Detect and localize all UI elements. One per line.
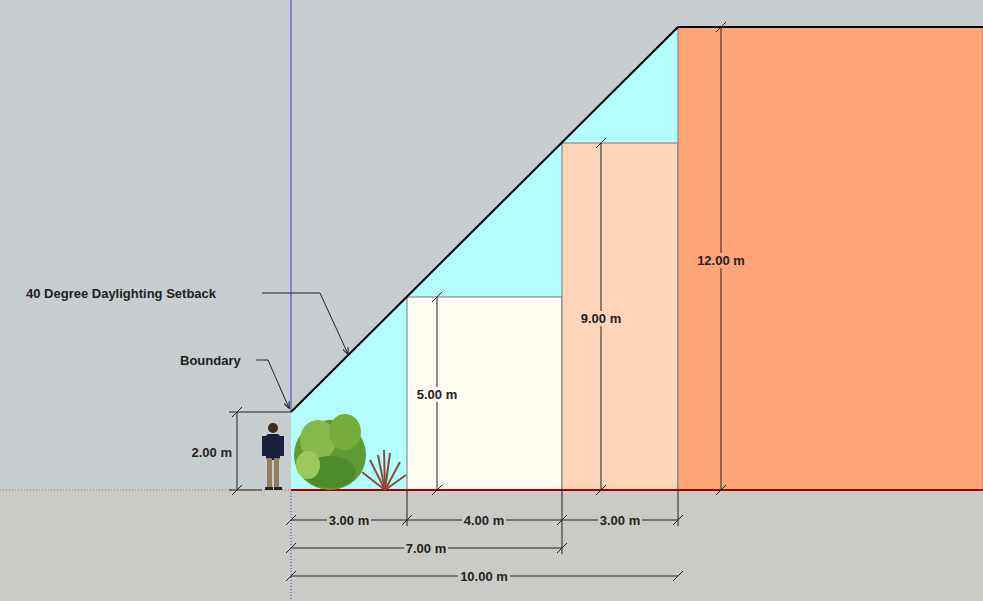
width-dimension: 7.00 m xyxy=(404,541,448,556)
width-dimension: 3.00 m xyxy=(327,513,371,528)
callout-text: 40 Degree Daylighting Setback xyxy=(24,286,218,301)
width-dimension: 10.00 m xyxy=(458,569,510,584)
height-dimension: 2.00 m xyxy=(190,445,234,460)
width-dimension: 4.00 m xyxy=(462,513,506,528)
width-dimension: 3.00 m xyxy=(598,513,642,528)
callout-text: Boundary xyxy=(178,353,243,368)
height-dimension: 12.00 m xyxy=(695,253,747,268)
height-dimension: 9.00 m xyxy=(579,311,623,326)
height-dimension: 5.00 m xyxy=(415,387,459,402)
